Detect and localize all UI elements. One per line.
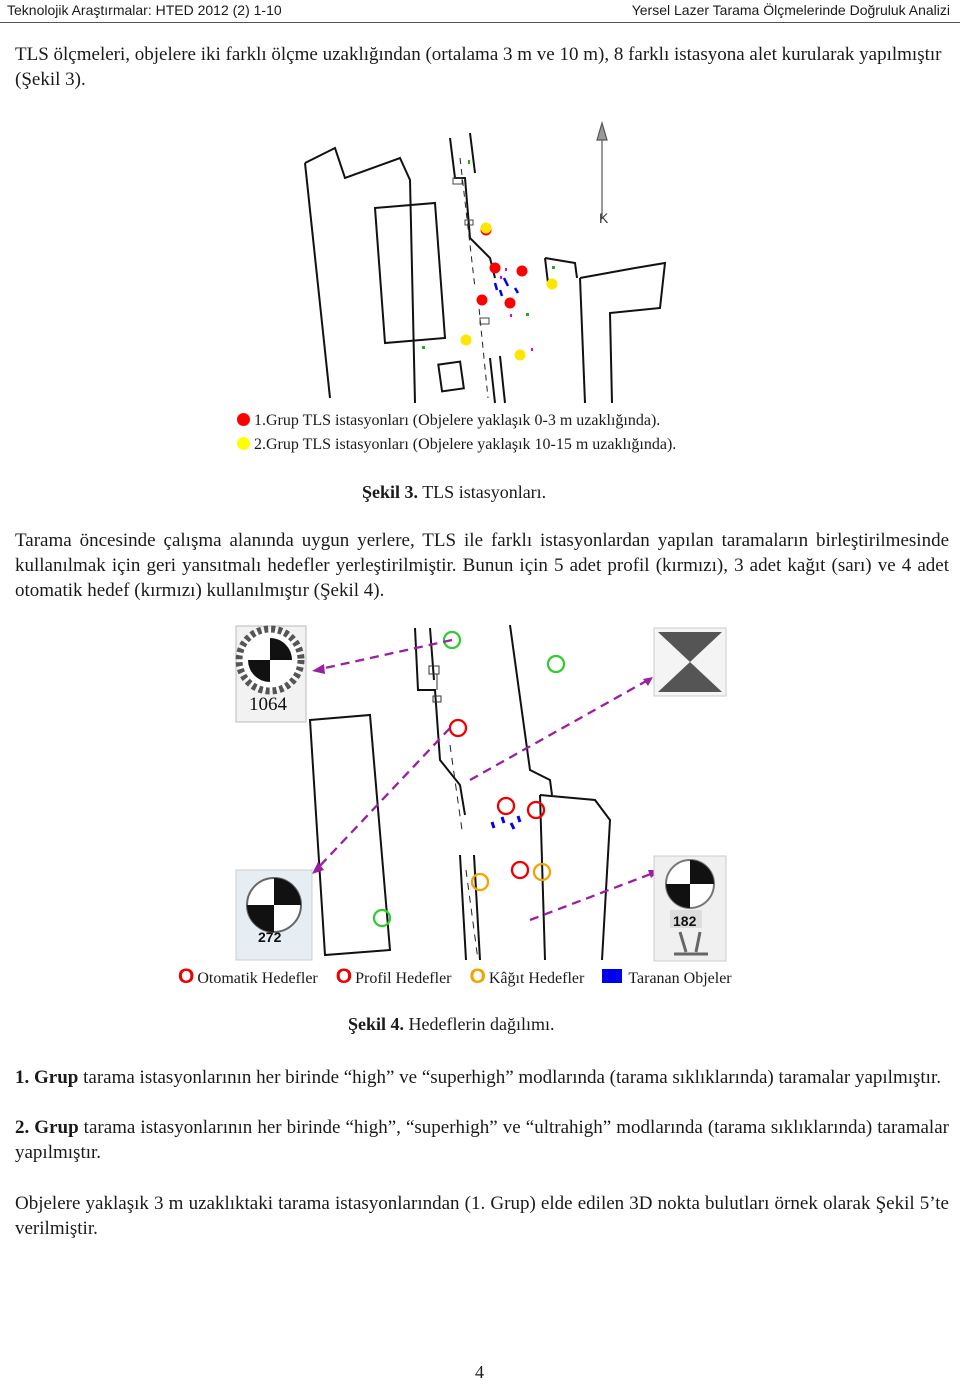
automatic-target bbox=[546, 654, 566, 674]
fig3-legend-group1-text: 1.Grup TLS istasyonları (Objelere yaklaş… bbox=[254, 412, 661, 429]
target-photo-272: 272 bbox=[235, 869, 313, 961]
profile-target bbox=[496, 796, 516, 816]
station-yellow-visible-top bbox=[480, 222, 492, 234]
north-label: K bbox=[599, 210, 609, 226]
header-journal: Teknolojik Araştırmalar: HTED 2012 (2) 1… bbox=[7, 2, 282, 18]
legend-symbol-profile: O bbox=[335, 965, 353, 988]
legend-text-scanned: Taranan Objeler bbox=[628, 970, 732, 987]
profile-target bbox=[510, 860, 530, 880]
scanned-objects bbox=[493, 277, 520, 297]
target-label-182: 182 bbox=[673, 913, 697, 929]
paragraph-group1-label: 1. Grup bbox=[15, 1067, 79, 1088]
legend-text-automatic: Otomatik Hedefler bbox=[197, 970, 318, 987]
paragraph-group1: 1. Grup tarama istasyonlarının her birin… bbox=[15, 1065, 949, 1090]
fig3-legend-group2-text: 2.Grup TLS istasyonları (Objelere yaklaş… bbox=[254, 436, 677, 453]
running-header: Teknolojik Araştırmalar: HTED 2012 (2) 1… bbox=[0, 0, 960, 23]
automatic-target bbox=[442, 630, 462, 650]
profile-target bbox=[448, 718, 468, 738]
fig4-building-right bbox=[539, 794, 612, 961]
fig4-caption-label: Şekil 4. bbox=[348, 1014, 405, 1034]
legend-scanned-objects: Taranan Objeler bbox=[602, 969, 732, 987]
arrow-to-1064-target bbox=[315, 638, 453, 672]
building-right bbox=[579, 261, 667, 404]
paragraph-intro: TLS ölçmeleri, objelere iki farklı ölçme… bbox=[15, 44, 942, 90]
figure-3-site-plan: K bbox=[304, 120, 667, 404]
fig3-legend-group2: 2.Grup TLS istasyonları (Objelere yaklaş… bbox=[237, 436, 676, 454]
fig4-building-upper bbox=[414, 627, 466, 816]
red-station-symbol bbox=[237, 413, 250, 426]
building-middle bbox=[373, 201, 447, 345]
figure-4-target-distribution: 1064 272 182 bbox=[235, 624, 727, 962]
paragraph-group2-text: tarama istasyonlarının her birinde “high… bbox=[15, 1117, 949, 1163]
legend-symbol-automatic: O bbox=[178, 965, 195, 988]
arrow-to-bowtie-target bbox=[469, 678, 649, 782]
small-square-building bbox=[437, 360, 465, 393]
target-photo-182: 182 bbox=[653, 855, 727, 962]
legend-text-paper: Kâğıt Hedefler bbox=[488, 970, 585, 987]
legend-symbol-paper: O bbox=[469, 965, 486, 988]
legend-symbol-scanned bbox=[602, 969, 623, 983]
automatic-target bbox=[372, 908, 392, 928]
north-arrow bbox=[596, 120, 608, 218]
paragraph-group2: 2. Grup tarama istasyonlarının her birin… bbox=[15, 1115, 949, 1165]
paragraph-targets: Tarama öncesinde çalışma alanında uygun … bbox=[15, 530, 949, 601]
target-label-272: 272 bbox=[258, 929, 282, 945]
fig4-scanned-objects bbox=[490, 815, 522, 830]
paragraph-point-clouds: Objelere yaklaşık 3 m uzaklıktaki tarama… bbox=[15, 1193, 949, 1239]
fig3-caption-text: TLS istasyonları. bbox=[418, 482, 547, 502]
header-title: Yersel Lazer Tarama Ölçmelerinde Doğrulu… bbox=[631, 2, 950, 18]
paragraph-group1-text: tarama istasyonlarının her birinde “high… bbox=[78, 1067, 941, 1088]
page-number: 4 bbox=[475, 1362, 484, 1382]
figure-4-caption: Şekil 4. Hedeflerin dağılımı. bbox=[348, 1014, 554, 1035]
profile-target bbox=[526, 800, 546, 820]
target-label-1064: 1064 bbox=[249, 694, 288, 715]
paper-target bbox=[532, 862, 552, 882]
target-photo-bowtie bbox=[653, 627, 727, 697]
figure-3-caption: Şekil 3. TLS istasyonları. bbox=[362, 482, 546, 503]
building-outline-left bbox=[304, 146, 416, 404]
group2-stations bbox=[460, 278, 558, 361]
fig3-legend-group1: 1.Grup TLS istasyonları (Objelere yaklaş… bbox=[237, 412, 660, 430]
paragraph-group2-label: 2. Grup bbox=[15, 1117, 79, 1138]
paper-target bbox=[470, 872, 490, 892]
arrow-to-182-target bbox=[529, 870, 657, 922]
yellow-station-symbol bbox=[237, 437, 250, 450]
fig3-caption-label: Şekil 3. bbox=[362, 482, 419, 502]
arrow-to-272-target bbox=[315, 727, 451, 871]
building-upper bbox=[449, 137, 496, 279]
target-photo-1064: 1064 bbox=[235, 625, 307, 723]
legend-text-profile: Profil Hedefler bbox=[355, 970, 452, 987]
fig4-building-long bbox=[308, 713, 392, 957]
fig4-caption-text: Hedeflerin dağılımı. bbox=[404, 1014, 555, 1034]
